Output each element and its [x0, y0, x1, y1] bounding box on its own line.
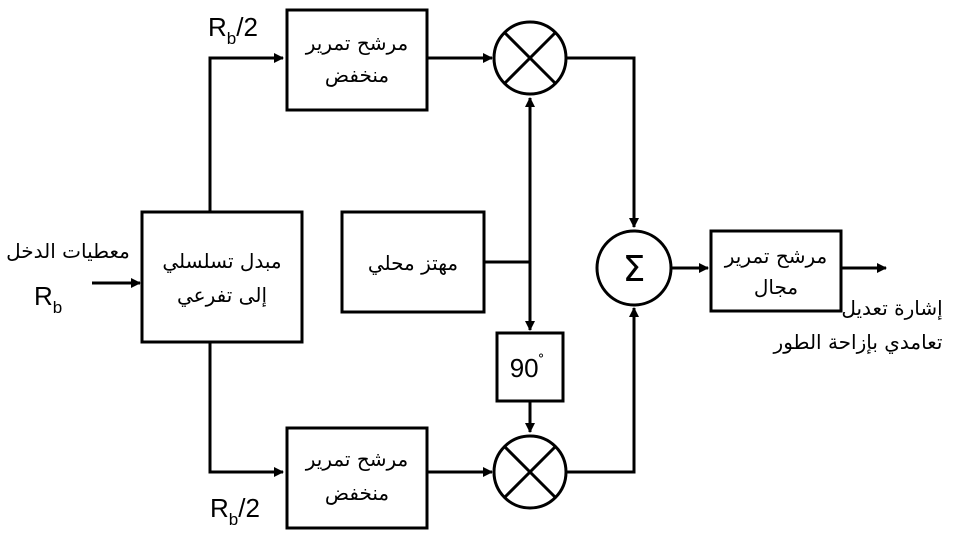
serial-to-parallel-line1: مبدل تسلسلي — [162, 249, 281, 274]
lowpass-filter-bottom-line1: مرشح تمرير — [305, 447, 409, 471]
bottom-branch-wire — [208, 342, 284, 477]
multiplier-top-icon — [492, 20, 568, 96]
input-label: معطيات الدخل — [6, 239, 130, 263]
top-branch-rate-label: Rb/2 — [208, 12, 258, 48]
input-rate-label: Rb — [34, 281, 62, 317]
bottom-branch-rate-label: Rb/2 — [210, 493, 260, 529]
lowpass-filter-bottom-block — [285, 426, 429, 530]
bottom-mixer-to-summer-arrow — [566, 307, 639, 474]
lowpass-filter-top-line2: منخفض — [325, 63, 389, 87]
phase-shift-90-label: 90˚ — [510, 352, 545, 383]
bandpass-filter-line2: مجال — [754, 275, 798, 299]
output-label-line1: إشارة تعديل — [841, 296, 942, 321]
bandpass-filter-line1: مرشح تمرير — [724, 244, 828, 268]
output-label-line2: تعامدي بإزاحة الطور — [773, 330, 943, 355]
lowpass-filter-top-block — [285, 8, 429, 112]
top-branch-wire — [208, 53, 284, 212]
serial-to-parallel-block — [140, 210, 304, 344]
lowpass-filter-bottom-line2: منخفض — [325, 481, 389, 505]
top-mixer-to-summer-arrow — [566, 56, 639, 228]
multiplier-bottom-icon — [492, 434, 568, 510]
lowpass-filter-top-line1: مرشح تمرير — [305, 31, 409, 55]
bandpass-filter-block — [709, 229, 843, 313]
local-oscillator-label: مهتز محلي — [368, 251, 458, 276]
summer-sigma-icon: Σ — [623, 249, 646, 290]
serial-to-parallel-line2: إلى تفرعي — [177, 283, 267, 308]
